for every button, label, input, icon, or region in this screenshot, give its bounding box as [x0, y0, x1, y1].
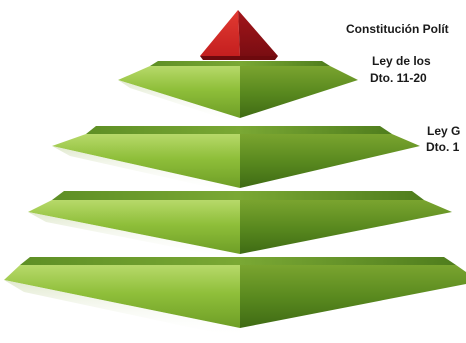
label-level3-line2: Dto. 1 [426, 140, 460, 154]
pyramid-tier-1 [118, 61, 358, 124]
label-level3-line1: Ley G [427, 124, 461, 138]
pyramid-tier-2 [52, 126, 420, 194]
label-level2-line2: Dto. 11-20 [370, 71, 427, 85]
label-top: Constitución Polít [346, 22, 449, 36]
pyramid-tier-4 [4, 257, 466, 338]
label-level2-line1: Ley de los [372, 54, 431, 68]
pyramid-apex [200, 10, 278, 60]
pyramid-tier-3 [28, 191, 452, 260]
